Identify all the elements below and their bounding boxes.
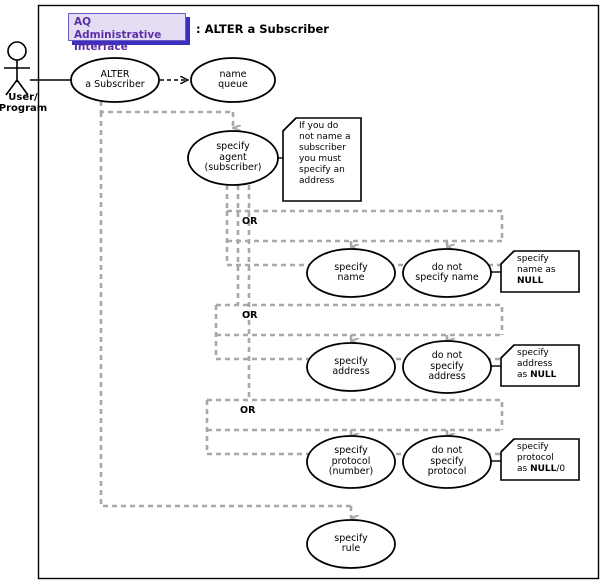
note-subscriber-address-line1: If you do: [299, 121, 339, 131]
note-subscriber-address-line5: specify an: [299, 165, 345, 175]
use-case-specify-protocol-number[interactable]: [306, 435, 396, 489]
use-case-alter-a-subscriber[interactable]: [70, 57, 160, 103]
use-case-alter-a-subscriber-line2: a Subscriber: [85, 79, 145, 90]
note-address-null-line2: address: [517, 359, 553, 369]
use-case-specify-agent-subscriber-line2: agent: [219, 151, 247, 163]
use-case-specify-address-line2: address: [332, 366, 370, 377]
note-name-null-line3: NULL: [517, 276, 544, 286]
use-case-specify-name[interactable]: [306, 248, 396, 298]
use-case-alter-a-subscriber-line1: ALTER: [100, 68, 130, 80]
actor-label: User/ Program: [0, 92, 52, 114]
note-subscriber-address-fold-icon: [282, 117, 297, 132]
note-subscriber-address-line4: you must: [299, 154, 342, 164]
use-case-do-not-specify-address-line2: specify: [430, 360, 464, 372]
note-anchor-lines: [278, 157, 501, 462]
arrows-into-or-group-protocol: [349, 430, 447, 436]
use-case-specify-rule-line1: specify: [334, 532, 368, 544]
or-group-protocol-label: OR: [240, 405, 256, 416]
use-case-specify-name-line1: specify: [334, 261, 368, 273]
note-address-null-fold-icon: [500, 344, 515, 359]
interface-badge-label: AQ Administrative Interface: [74, 16, 162, 53]
use-case-specify-name-line2: name: [337, 272, 365, 283]
use-case-do-not-specify-protocol-line2: specify: [430, 455, 464, 467]
note-address-null-line1: specify: [517, 348, 549, 358]
actor-label-line1: User/: [8, 92, 38, 103]
use-case-name-queue[interactable]: [190, 57, 276, 103]
use-case-do-not-specify-address[interactable]: [402, 340, 492, 394]
use-case-specify-address[interactable]: [306, 342, 396, 392]
use-case-name-queue-line2: queue: [218, 79, 248, 90]
note-protocol-null-fold-icon: [500, 438, 515, 453]
use-case-specify-address-line1: specify: [334, 355, 368, 367]
note-subscriber-address-line6: address: [299, 176, 335, 186]
use-case-specify-agent-subscriber-line3: (subscriber): [204, 162, 262, 174]
note-protocol-null-line2: protocol: [517, 453, 554, 463]
use-case-do-not-specify-protocol-line1: do not: [431, 445, 463, 457]
use-case-specify-rule-line2: rule: [341, 543, 361, 554]
use-case-specify-protocol-number-line2: protocol: [331, 455, 371, 467]
note-address-null-line3: as NULL: [517, 370, 557, 380]
use-case-specify-agent-subscriber-line1: specify: [216, 141, 250, 153]
use-case-name-queue-line1: name: [219, 68, 247, 80]
use-case-specify-protocol-number-line3: (number): [328, 466, 374, 478]
actor-user-program-icon: [4, 41, 30, 96]
interface-badge: AQ Administrative Interface: [68, 13, 186, 53]
arrows-into-or-group-address: [349, 335, 447, 341]
use-case-do-not-specify-name-line1: do not: [431, 261, 463, 273]
connector-agent-to-or-groups: [225, 185, 251, 400]
use-case-do-not-specify-name-line2: specify name: [415, 272, 479, 283]
or-group-address-label: OR: [242, 310, 258, 321]
arrows-into-or-group-name: [349, 241, 447, 247]
note-protocol-null-line3: as NULL/0: [517, 464, 566, 474]
note-protocol-null-line1: specify: [517, 442, 549, 452]
use-case-specify-agent-subscriber[interactable]: [187, 130, 279, 186]
page-title: : ALTER a Subscriber: [196, 22, 329, 36]
use-case-specify-protocol-number-line1: specify: [334, 445, 368, 457]
note-name-null-fold-icon: [500, 250, 515, 265]
use-case-do-not-specify-address-line3: address: [428, 371, 466, 383]
use-case-do-not-specify-protocol-line3: protocol: [427, 466, 467, 478]
use-case-do-not-specify-protocol[interactable]: [402, 435, 492, 489]
use-case-do-not-specify-name[interactable]: [402, 248, 492, 298]
use-case-do-not-specify-address-line1: do not: [431, 350, 463, 362]
or-group-protocol-box: [205, 398, 504, 456]
use-case-ellipses: [70, 57, 492, 569]
use-case-specify-rule[interactable]: [306, 519, 396, 569]
connector-spine-to-specify-rule: [99, 112, 351, 508]
or-group-name-label: OR: [242, 216, 258, 227]
note-subscriber-address-line3: subscriber: [299, 143, 346, 153]
note-name-null-line1: specify: [517, 254, 549, 264]
note-shapes: [282, 117, 580, 481]
note-name-null-line2: name as: [517, 265, 556, 275]
actor-label-line2: Program: [0, 103, 48, 114]
diagram-frame: [37, 4, 600, 580]
note-subscriber-address-line2: not name a: [299, 132, 351, 142]
